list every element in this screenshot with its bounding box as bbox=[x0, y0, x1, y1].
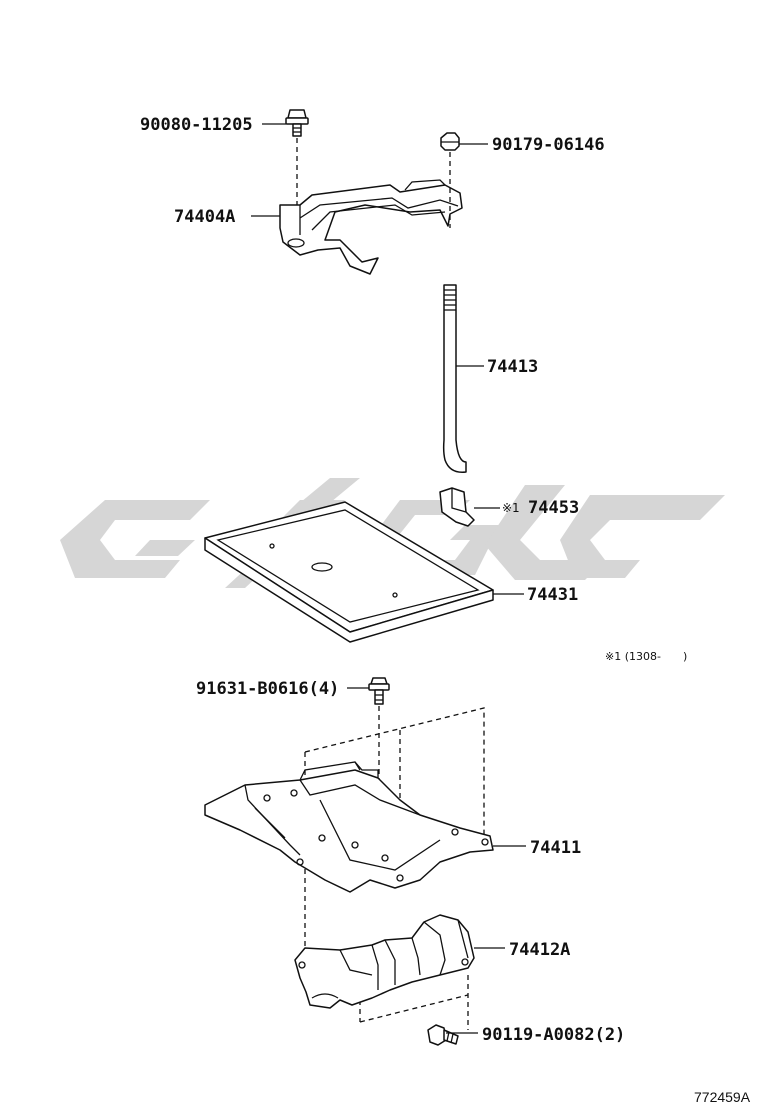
diagram-reference-number: 772459A bbox=[694, 1089, 751, 1105]
nut-top-right-icon bbox=[440, 132, 460, 151]
label-bolt-top-left: 90080-11205 bbox=[140, 115, 253, 135]
bolt-middle-icon bbox=[368, 677, 390, 705]
battery-clamp-part bbox=[279, 179, 463, 275]
label-tray: 74431 bbox=[527, 585, 578, 605]
bolt-bottom-icon bbox=[427, 1024, 459, 1046]
label-carrier: 74411 bbox=[530, 838, 581, 858]
label-bracket: 74412A bbox=[509, 940, 570, 960]
battery-carrier-part bbox=[204, 761, 494, 893]
label-bolt-bottom: 90119-A0082(2) bbox=[482, 1025, 625, 1045]
label-tray-note: ※1 (1308- ) bbox=[605, 650, 687, 663]
bolt-top-left-icon bbox=[285, 109, 309, 137]
label-rod: 74413 bbox=[487, 357, 538, 377]
label-nut-top-right: 90179-06146 bbox=[492, 135, 605, 155]
label-clip: 74453 bbox=[528, 498, 579, 518]
label-bolt-middle: 91631-B0616(4) bbox=[196, 679, 339, 699]
label-clamp: 74404A bbox=[174, 207, 235, 227]
label-clip-note-marker: ※1 bbox=[502, 501, 520, 515]
battery-tray-part bbox=[204, 501, 494, 643]
hold-down-rod-part bbox=[442, 284, 467, 473]
bracket-guide-lines bbox=[359, 975, 469, 1030]
battery-bracket-part bbox=[294, 914, 475, 1009]
clip-part bbox=[439, 487, 475, 527]
